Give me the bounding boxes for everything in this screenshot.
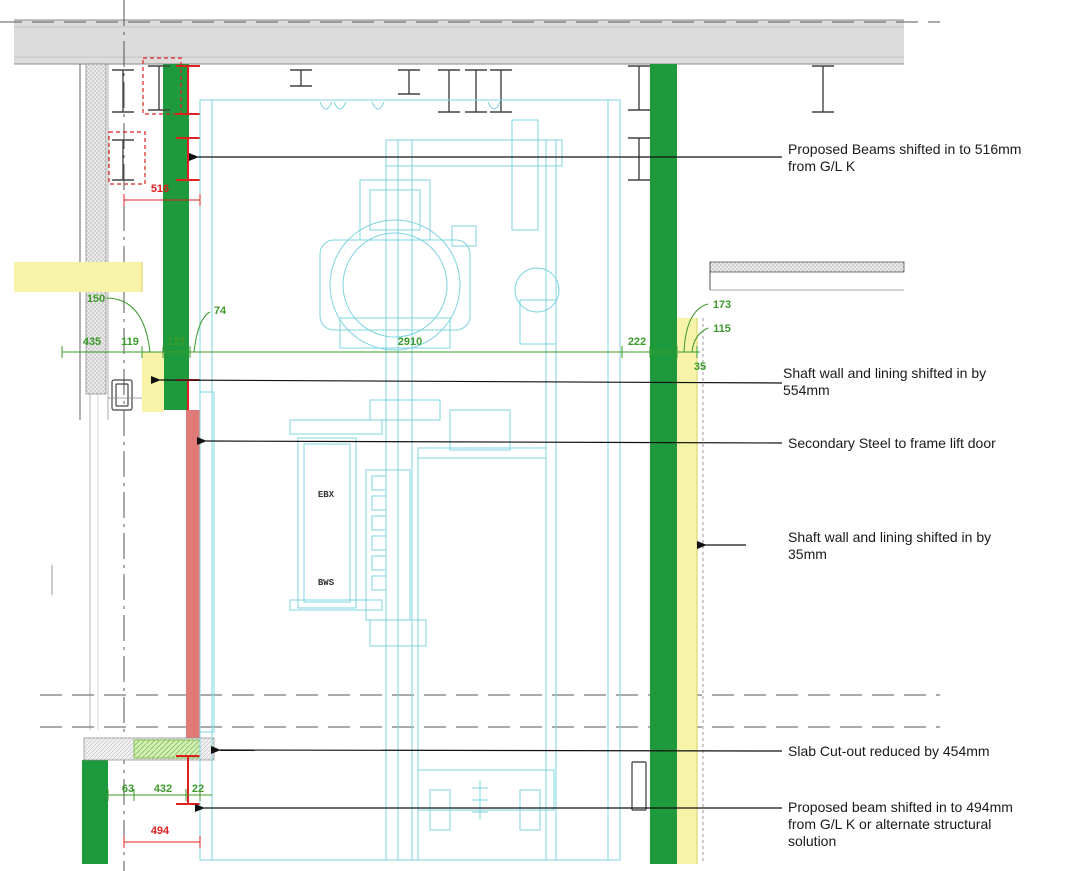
leader-arrows	[150, 153, 783, 812]
dim-432: 432	[154, 783, 172, 795]
dim-222: 222	[628, 336, 646, 348]
note-beam-494: Proposed beam shifted in to 494mm from G…	[788, 799, 1013, 849]
dim-115: 115	[713, 323, 731, 335]
arrow-slab-cutout	[210, 745, 783, 754]
note-secondary-steel: Secondary Steel to frame lift door	[788, 435, 996, 451]
wall-frame-detail	[108, 379, 142, 411]
arrow-secondary-steel	[196, 436, 783, 445]
dim-494: 494	[151, 825, 170, 837]
dim-173-right: 173	[713, 299, 731, 311]
bottom-slab	[83, 737, 215, 761]
secondary-steel-member	[186, 410, 200, 738]
lift-equipment	[199, 99, 621, 861]
dim-22: 22	[192, 783, 204, 795]
dim-516: 516	[151, 183, 169, 195]
dim-63: 63	[122, 783, 134, 795]
dim-150: 150	[87, 293, 105, 305]
panel-label-lower: BWS	[318, 578, 335, 588]
dim-74: 74	[214, 305, 227, 317]
red-dashed-boxes	[108, 57, 182, 185]
panel-label-upper: EBX	[318, 490, 335, 500]
dim-173-left: 173	[167, 336, 185, 348]
dim-119: 119	[121, 336, 139, 348]
dim-35: 35	[694, 361, 706, 373]
green-dimension-chain	[61, 297, 709, 801]
red-dimension-lines	[123, 194, 201, 848]
dim-435: 435	[83, 336, 101, 348]
arrow-shaft-554	[150, 375, 783, 384]
right-landing-hatch	[709, 261, 905, 291]
note-slab-cutout: Slab Cut-out reduced by 454mm	[788, 743, 990, 759]
note-shaft-554: Shaft wall and lining shifted in by 554m…	[783, 365, 987, 398]
steel-beam-sections	[112, 65, 834, 811]
top-slab	[14, 19, 904, 65]
dim-2910: 2910	[398, 336, 422, 348]
left-existing-wall	[14, 63, 143, 730]
note-shaft-35: Shaft wall and lining shifted in by 35mm	[788, 529, 992, 562]
note-beams-516: Proposed Beams shifted in to 516mm from …	[788, 141, 1022, 174]
